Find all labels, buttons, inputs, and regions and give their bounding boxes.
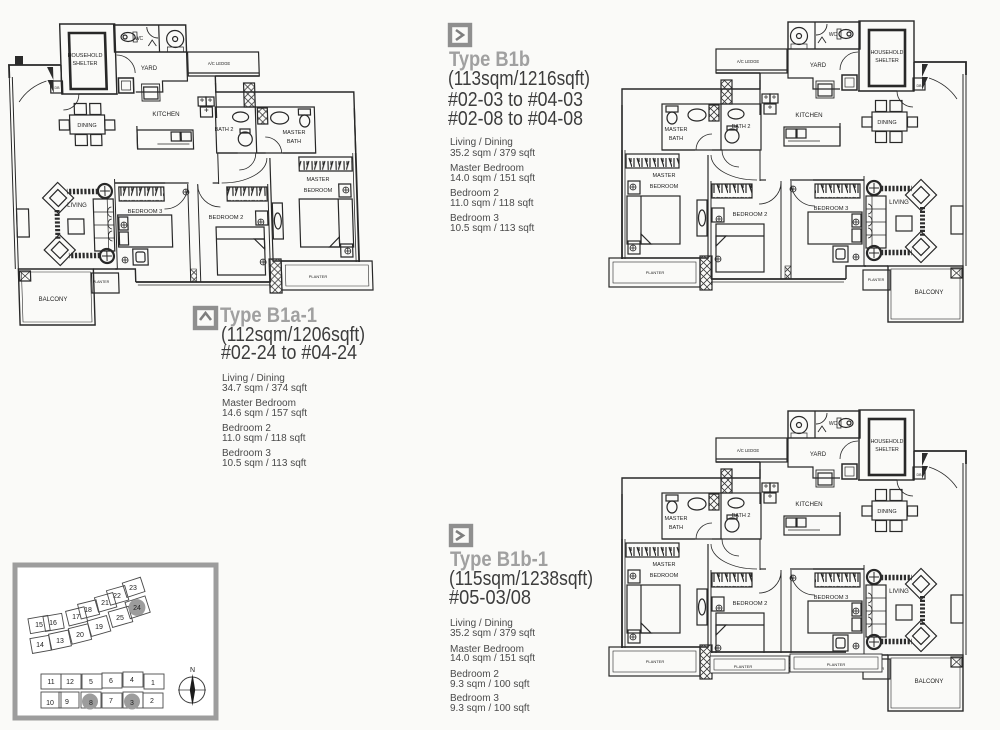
svg-text:BEDROOM: BEDROOM [304,188,333,194]
svg-text:(113sqm/1216sqft): (113sqm/1216sqft) [448,68,590,90]
svg-text:7: 7 [109,698,113,705]
svg-text:14.0 sqm / 151 sqft: 14.0 sqm / 151 sqft [450,173,535,184]
svg-text:Type B1a-1: Type B1a-1 [220,304,317,327]
svg-text:18: 18 [84,607,92,614]
svg-text:MASTER: MASTER [307,177,330,183]
svg-text:9.3 sqm / 100 sqft: 9.3 sqm / 100 sqft [450,679,530,690]
svg-text:(112sqm/1206sqft): (112sqm/1206sqft) [221,324,365,346]
svg-text:Master Bedroom: Master Bedroom [450,163,524,174]
svg-text:WC: WC [135,36,144,42]
svg-text:N: N [190,667,195,674]
svg-text:4: 4 [130,677,134,684]
svg-text:HOUSEHOLD: HOUSEHOLD [68,53,103,59]
svg-text:1: 1 [151,680,155,687]
svg-text:KITCHEN: KITCHEN [152,111,179,118]
svg-text:SHELTER: SHELTER [73,61,98,67]
svg-text:(115sqm/1238sqft): (115sqm/1238sqft) [449,568,593,590]
svg-text:9: 9 [65,699,69,706]
svg-text:BATH 2: BATH 2 [215,127,234,133]
svg-text:8: 8 [89,700,93,707]
svg-text:10.5 sqm / 113 sqft: 10.5 sqm / 113 sqft [222,458,307,469]
svg-text:10.5 sqm / 113 sqft: 10.5 sqm / 113 sqft [450,223,535,234]
svg-text:#02-03 to #04-03: #02-03 to #04-03 [448,89,583,111]
svg-text:#02-24 to #04-24: #02-24 to #04-24 [221,342,357,364]
svg-text:BATH: BATH [287,139,301,145]
svg-text:LIVING: LIVING [67,203,87,209]
svg-text:Living / Dining: Living / Dining [450,618,513,629]
svg-text:#05-03/08: #05-03/08 [449,587,531,609]
svg-text:6: 6 [109,678,113,685]
svg-text:23: 23 [129,585,137,592]
svg-text:Master Bedroom: Master Bedroom [450,644,524,655]
svg-text:Bedroom 3: Bedroom 3 [450,693,499,704]
svg-text:#02-08 to #04-08: #02-08 to #04-08 [448,108,583,130]
svg-text:16: 16 [49,620,57,627]
svg-text:9.3 sqm / 100 sqft: 9.3 sqm / 100 sqft [450,703,530,714]
svg-text:PLANTER: PLANTER [93,280,110,284]
svg-text:13: 13 [56,638,64,645]
svg-text:11.0 sqm / 118 sqft: 11.0 sqm / 118 sqft [450,198,534,209]
svg-text:15: 15 [35,622,43,629]
svg-text:YARD: YARD [141,66,158,72]
svg-text:MASTER: MASTER [283,130,306,136]
svg-text:11: 11 [47,679,54,686]
svg-text:A/C LEDGE: A/C LEDGE [208,61,231,66]
svg-text:14.0 sqm / 151 sqft: 14.0 sqm / 151 sqft [450,653,535,664]
svg-text:PLANTER: PLANTER [827,662,846,667]
svg-text:25: 25 [116,615,124,622]
svg-text:2: 2 [150,698,154,705]
svg-text:10: 10 [46,700,54,707]
svg-text:PLANTER: PLANTER [734,664,753,669]
svg-text:35.2 sqm / 379 sqft: 35.2 sqm / 379 sqft [450,148,535,159]
svg-text:5: 5 [89,679,93,686]
svg-text:17: 17 [72,614,80,621]
svg-text:Living / Dining: Living / Dining [222,373,285,384]
svg-text:22: 22 [113,593,121,600]
svg-text:DB: DB [55,86,61,90]
svg-text:Bedroom 2: Bedroom 2 [222,423,271,434]
svg-text:BEDROOM 3: BEDROOM 3 [128,209,163,215]
svg-text:12: 12 [66,679,74,686]
svg-text:Bedroom 3: Bedroom 3 [222,448,271,459]
svg-text:Master Bedroom: Master Bedroom [222,398,296,409]
svg-text:Type B1b-1: Type B1b-1 [450,548,548,571]
svg-text:11.0 sqm / 118 sqft: 11.0 sqm / 118 sqft [222,433,306,444]
svg-text:DINING: DINING [77,123,96,129]
svg-text:Type B1b: Type B1b [449,48,530,71]
svg-text:PLANTER: PLANTER [309,274,328,279]
svg-text:Bedroom 3: Bedroom 3 [450,213,499,224]
svg-text:Living / Dining: Living / Dining [450,137,513,148]
svg-text:3: 3 [130,700,134,707]
svg-text:35.2 sqm / 379 sqft: 35.2 sqm / 379 sqft [450,628,535,639]
svg-text:34.7 sqm / 374 sqft: 34.7 sqm / 374 sqft [222,383,307,394]
svg-text:BALCONY: BALCONY [39,297,68,303]
svg-text:14: 14 [36,642,44,649]
svg-text:Bedroom 2: Bedroom 2 [450,669,499,680]
svg-text:14.6 sqm / 157 sqft: 14.6 sqm / 157 sqft [222,408,307,419]
svg-text:20: 20 [76,632,84,639]
svg-text:21: 21 [101,600,109,607]
svg-text:19: 19 [95,624,103,631]
svg-text:Bedroom 2: Bedroom 2 [450,188,499,199]
svg-text:BEDROOM 2: BEDROOM 2 [209,215,244,221]
svg-text:24: 24 [133,605,141,612]
